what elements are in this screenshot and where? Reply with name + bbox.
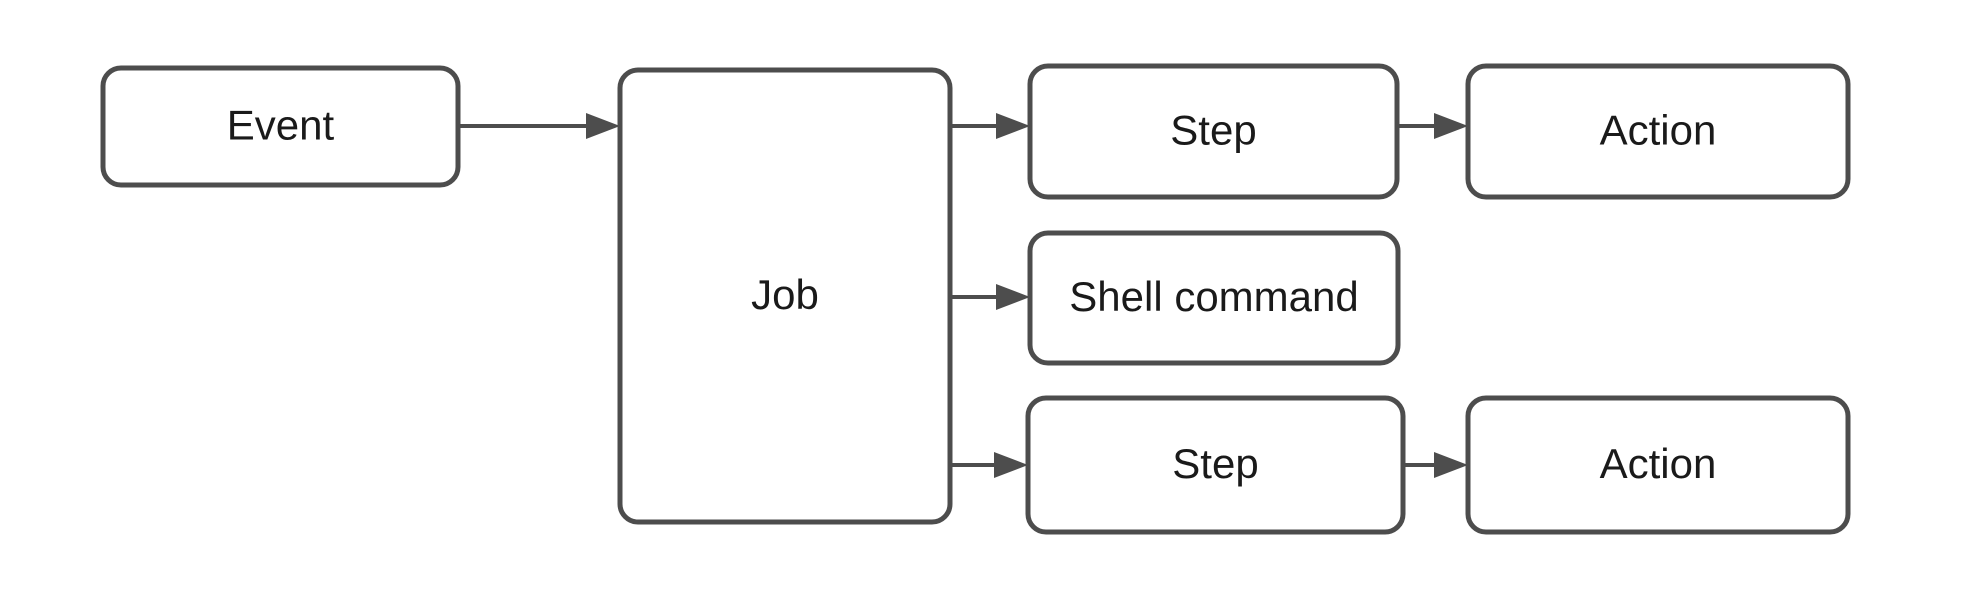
node-shell[interactable]: Shell command [1027,230,1401,366]
arrowhead-icon [996,284,1030,310]
node-box-shell[interactable] [1027,230,1401,366]
node-label-job: Job [751,271,819,318]
arrowhead-icon [996,113,1030,139]
node-action-top[interactable]: Action [1465,63,1851,200]
node-step-top[interactable]: Step [1027,63,1400,200]
node-box-step-top[interactable] [1027,63,1400,200]
node-label-step-bottom: Step [1172,440,1258,487]
node-label-step-top: Step [1170,107,1256,154]
edge-event-to-job [458,113,620,139]
arrowhead-icon [586,113,620,139]
arrowhead-icon [1434,113,1468,139]
edge-job-to-step-bottom [950,452,1028,478]
node-box-action-top[interactable] [1465,63,1851,200]
node-job[interactable]: Job [617,67,953,525]
edge-step-top-to-action [1397,113,1468,139]
edges-layer [458,113,1468,478]
edge-step-bottom-to-action [1403,452,1468,478]
node-step-bottom[interactable]: Step [1025,395,1406,535]
node-box-job[interactable] [617,67,953,525]
node-label-action-bottom: Action [1600,440,1717,487]
node-box-event[interactable] [100,65,461,188]
node-box-action-bottom[interactable] [1465,395,1851,535]
node-box-step-bottom[interactable] [1025,395,1406,535]
node-label-event: Event [227,102,335,149]
node-label-action-top: Action [1600,107,1717,154]
node-event[interactable]: Event [100,65,461,188]
edge-job-to-step-top [950,113,1030,139]
node-label-shell: Shell command [1069,273,1358,320]
edge-job-to-shell [950,284,1030,310]
arrowhead-icon [994,452,1028,478]
node-action-bottom[interactable]: Action [1465,395,1851,535]
arrowhead-icon [1434,452,1468,478]
